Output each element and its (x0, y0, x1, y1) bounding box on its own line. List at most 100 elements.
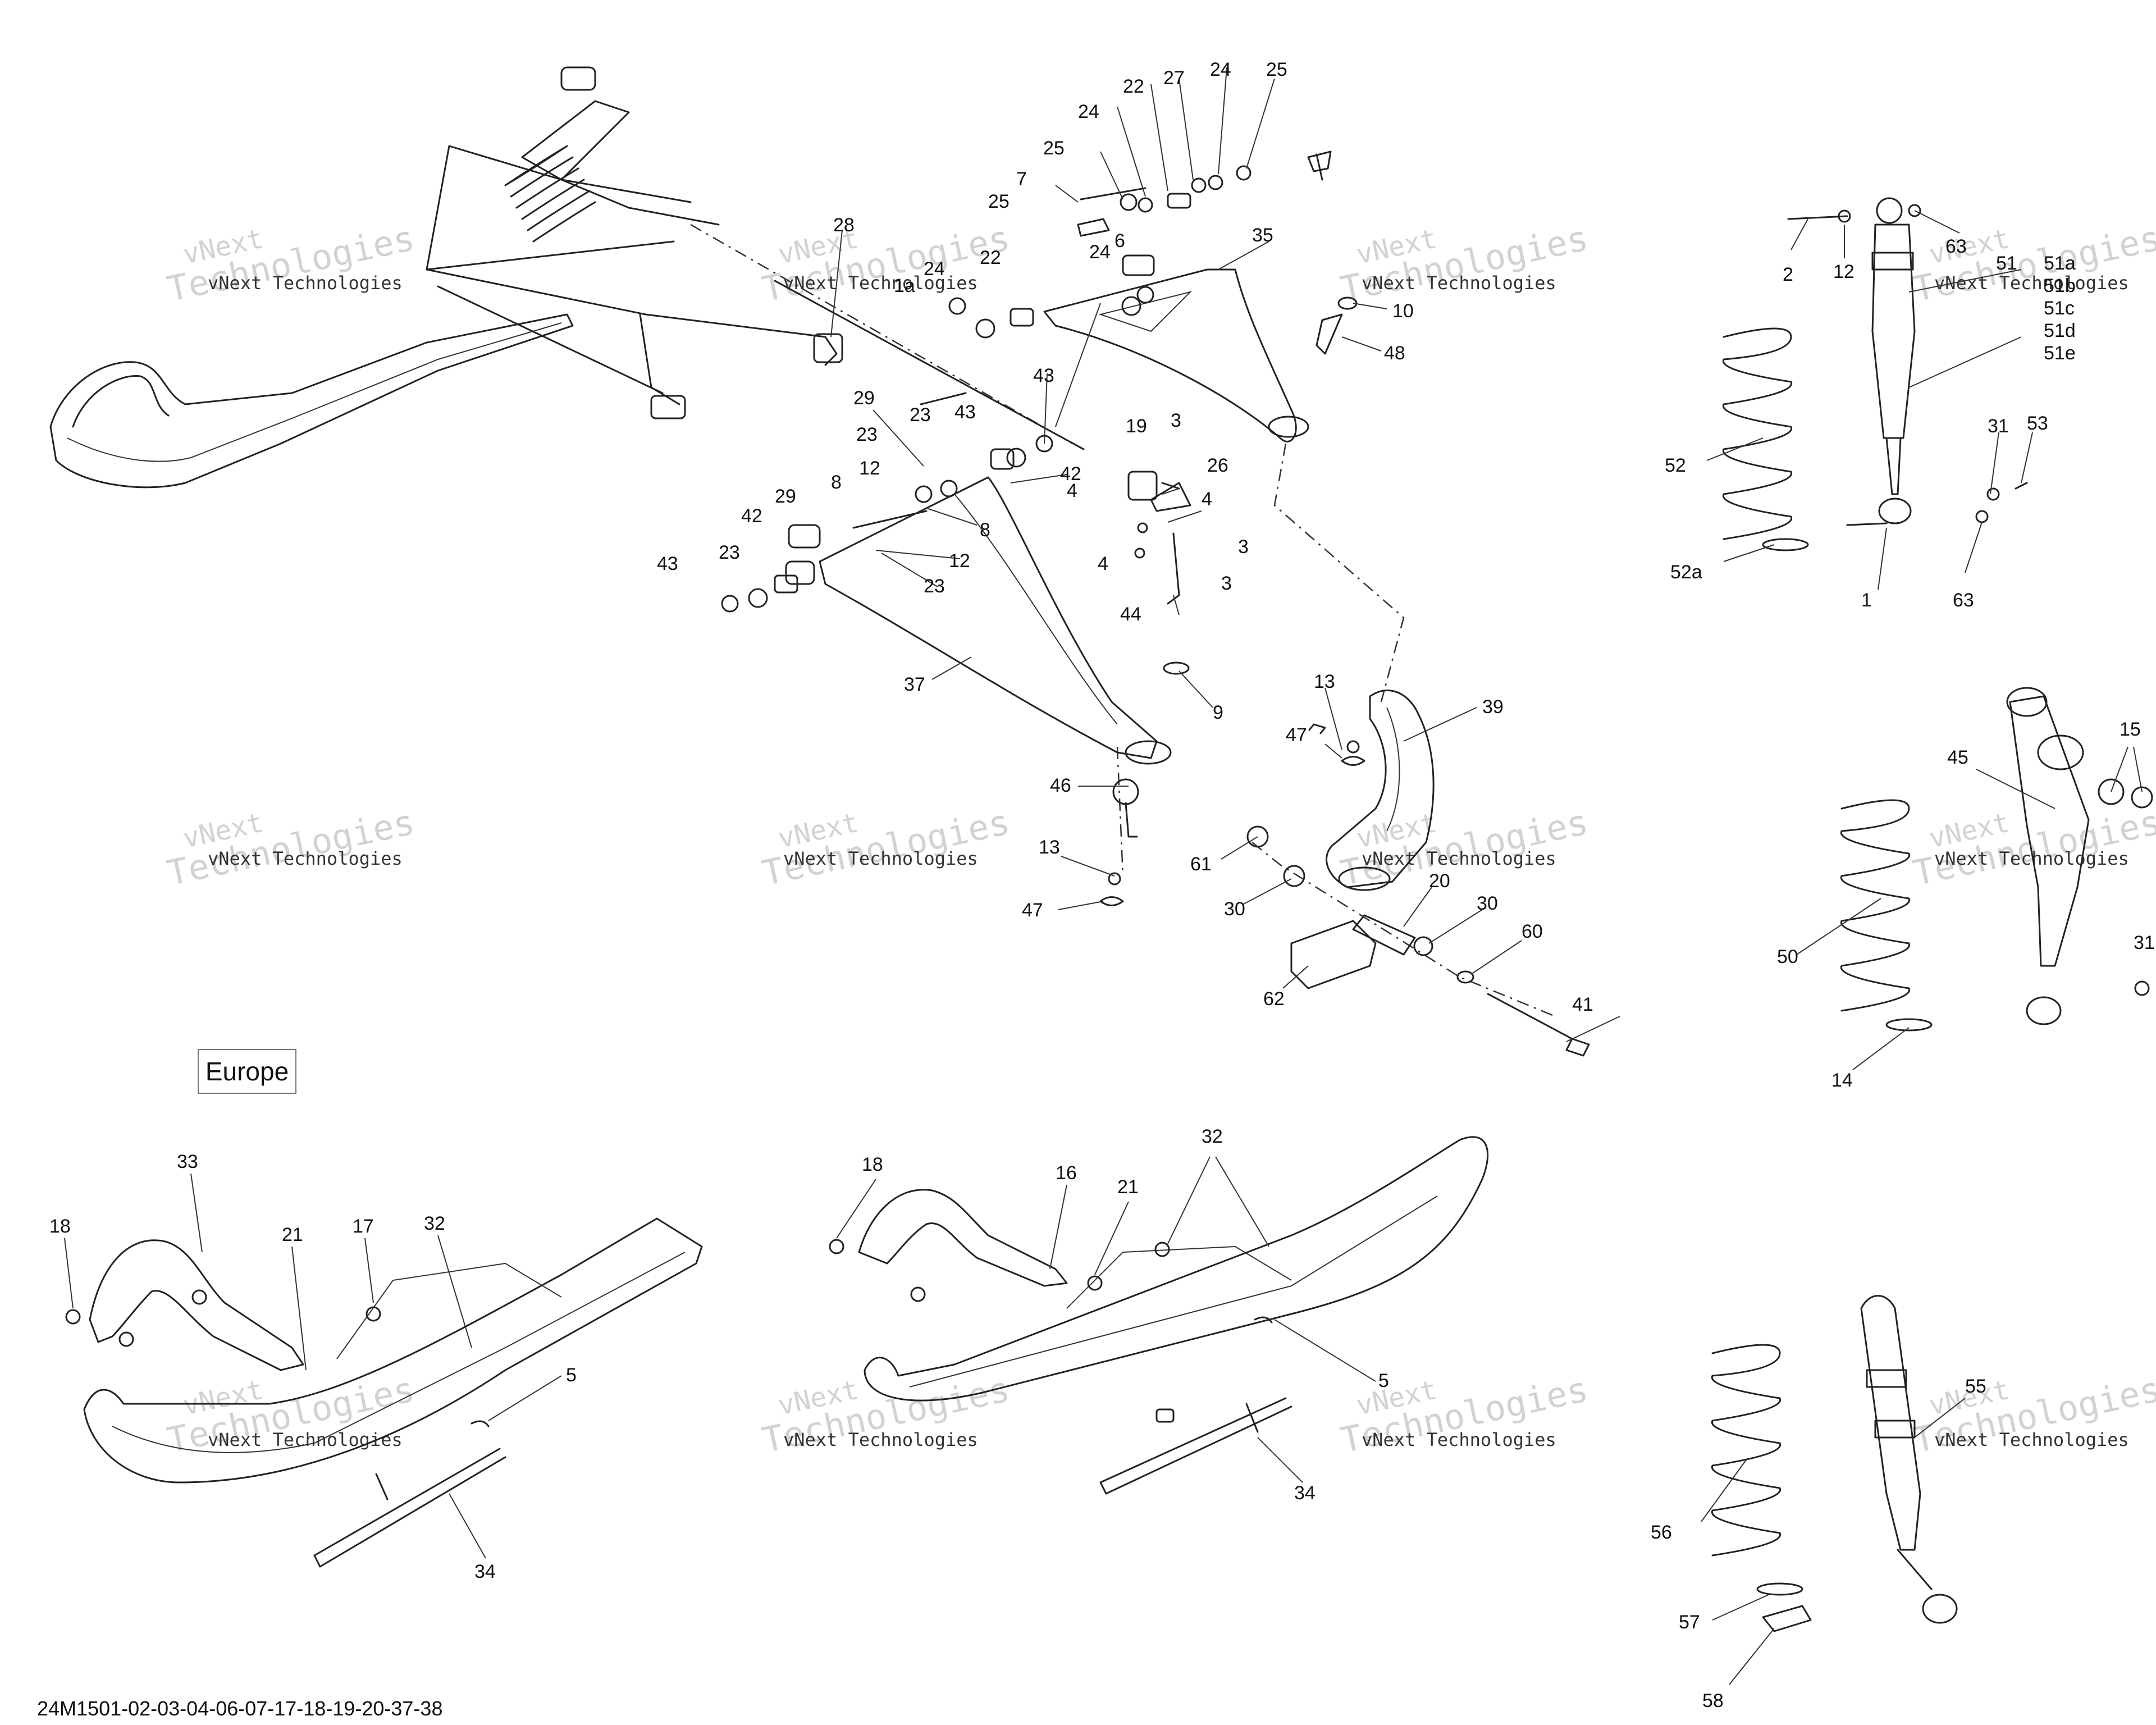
callout: 62 (1263, 988, 1285, 1010)
callout: 22 (1123, 76, 1144, 97)
a-arm-icon (426, 240, 838, 366)
shock-absorber-icon (2009, 695, 2090, 967)
ski-middle (829, 1136, 1489, 1495)
callout: 3 (1221, 573, 1232, 594)
callout: 32 (424, 1213, 445, 1234)
spindle-hardware (1246, 825, 1590, 1057)
callout: 37 (904, 674, 925, 695)
bolt-icon (852, 510, 928, 529)
watermark-text: vNext Technologies (1362, 1429, 1556, 1450)
watermark-text: vNext Technologies (1934, 1429, 2129, 1450)
callout: 25 (1266, 59, 1287, 80)
callout: 60 (1522, 921, 1543, 942)
a-arm-icon (1043, 268, 1297, 442)
washer-icon (1120, 193, 1138, 211)
shock-absorber-icon (1871, 223, 1916, 439)
ski-icon (83, 1217, 703, 1484)
callout: 50 (1777, 946, 1798, 968)
callout: 55 (1965, 1376, 1986, 1397)
callout: 34 (474, 1561, 496, 1582)
ski-assembly-main (49, 66, 843, 489)
callout: 32 (1202, 1126, 1223, 1147)
callout: 21 (1117, 1176, 1139, 1198)
ski-bumper-icon (858, 1189, 1068, 1287)
nut-icon (1108, 872, 1121, 886)
callout: 39 (1482, 696, 1504, 718)
callout: 8 (831, 472, 842, 493)
callout: 8 (980, 519, 990, 541)
callout: 4 (1202, 489, 1212, 510)
callout: 51 (1996, 253, 2017, 274)
callout: 30 (1477, 893, 1498, 914)
callout: 24 (924, 258, 945, 280)
clip-icon (1099, 896, 1124, 906)
washer-icon (1975, 510, 1989, 523)
drawing-number: 24M1501-02-03-04-06-07-17-18-19-20-37-38 (37, 1697, 443, 1720)
callout: 29 (775, 486, 796, 507)
callout: 19 (1126, 416, 1147, 437)
watermark-text: vNext Technologies (1934, 272, 2129, 294)
callout: 45 (1947, 747, 1968, 768)
watermark-text: vNext Technologies (208, 1429, 403, 1450)
shock-absorber-icon (521, 100, 630, 181)
svg-text:Technologies: Technologies (759, 217, 1013, 310)
callout: 47 (1286, 724, 1307, 746)
bracket-icon (1167, 532, 1180, 605)
callout: 34 (1294, 1482, 1315, 1504)
callout: 24 (1089, 241, 1111, 263)
callout: 7 (1016, 168, 1027, 190)
callout: 23 (719, 542, 740, 563)
callout: 46 (1050, 775, 1071, 796)
callout: 44 (1120, 604, 1141, 625)
callout: 41 (1572, 994, 1593, 1015)
callout: 47 (1022, 900, 1043, 921)
callout: 58 (1702, 1690, 1724, 1712)
callout: 28 (833, 215, 855, 236)
coil-spring-icon (504, 145, 596, 243)
callout: 18 (49, 1216, 71, 1237)
watermark: vNext Technologies (1337, 801, 1591, 894)
coil-spring-icon (1722, 327, 1793, 540)
ski-pad-icon (1290, 920, 1377, 989)
callout: 4 (1067, 480, 1077, 501)
watermark: vNext Technologies (163, 801, 418, 894)
callout: 1a (894, 275, 915, 296)
bushing-icon (1283, 865, 1305, 887)
callout: 5 (566, 1365, 577, 1386)
callout: 43 (1033, 365, 1054, 386)
callout: 30 (1224, 898, 1245, 920)
watermark-text: vNext Technologies (1362, 272, 1556, 294)
callout: 42 (741, 505, 762, 527)
callout: 25 (988, 191, 1010, 212)
leader-lines (64, 67, 2143, 1685)
spindle (1326, 690, 1435, 891)
bushing-icon (1122, 254, 1155, 276)
callout: 14 (1831, 1070, 1853, 1091)
nut-icon (1986, 487, 2000, 501)
bolt-icon (1487, 993, 1590, 1057)
bushing-icon (1246, 825, 1269, 848)
callout: 53 (2027, 413, 2048, 434)
bolt-icon (1080, 187, 1146, 200)
svg-text:Technologies: Technologies (1910, 217, 2156, 310)
bolt-icon (920, 392, 967, 405)
watermark-text: vNext Technologies (208, 272, 403, 294)
callout: 26 (1207, 455, 1228, 476)
tie-rod-icon (774, 280, 1085, 450)
callout: 52a (1670, 562, 1702, 583)
callout: 12 (859, 458, 880, 479)
watermark-text: vNext Technologies (783, 1429, 978, 1450)
callout: 31 (2134, 932, 2155, 953)
tie-rod-end-icon (1315, 313, 1343, 355)
assembly-line (1273, 443, 1405, 702)
callout: 29 (853, 387, 875, 409)
watermark-text: vNext Technologies (783, 272, 978, 294)
ski-bumper-icon (89, 1239, 304, 1371)
callout: 48 (1384, 343, 1405, 364)
callout: 18 (862, 1154, 883, 1175)
callout: 3 (1238, 536, 1249, 558)
callout: 13 (1314, 671, 1335, 692)
clip-icon (1163, 661, 1190, 675)
callout: 16 (1056, 1162, 1077, 1184)
